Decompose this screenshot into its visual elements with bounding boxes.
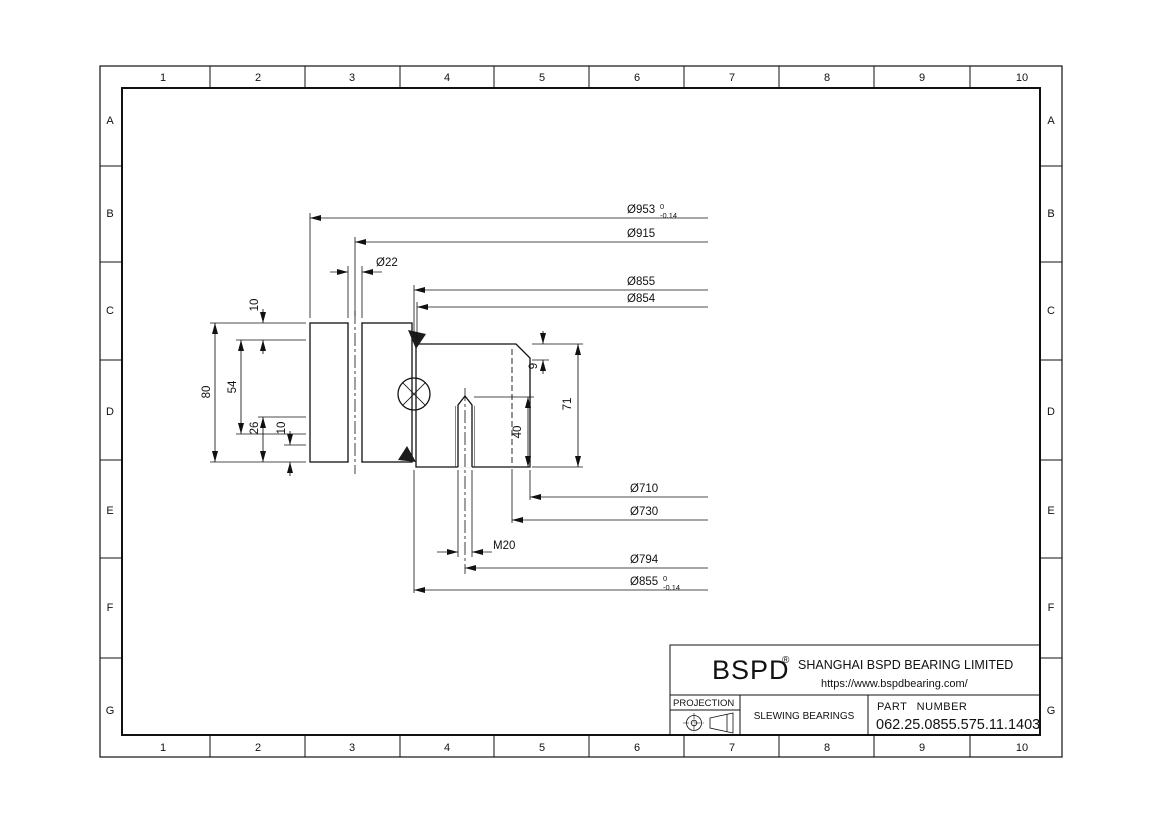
dim-953-label: Ø953 [627, 204, 655, 216]
part-number-label: PART NUMBER [877, 701, 967, 713]
tapped-hole-opening [458, 396, 472, 468]
dim-855-label: Ø855 [627, 276, 655, 288]
dim-bore-710: Ø710 [530, 483, 708, 500]
first-angle-projection-icon [683, 712, 734, 734]
grid-col-label: 2 [255, 72, 261, 84]
sheet-border: 1 2 3 4 5 6 7 8 9 10 1 2 3 4 5 6 7 8 9 1… [99, 65, 1063, 758]
dim-855tol-label: Ø855 [630, 576, 658, 588]
dim-raceway-854: Ø854 [417, 293, 708, 310]
grid-col-label: 10 [1016, 742, 1028, 754]
grid-col-label: 3 [349, 72, 355, 84]
dim-bolt-circle-794: Ø794 [465, 554, 708, 571]
dim-80-label: 80 [201, 386, 213, 399]
grid-col-label: 5 [539, 72, 545, 84]
grid-row-label: D [106, 406, 114, 418]
dim-22-label: Ø22 [376, 257, 398, 269]
bottom-seal [398, 446, 416, 462]
grid-labels-left: A B C D E F G [106, 115, 115, 717]
grid-col-label: 1 [160, 742, 166, 754]
dim-855tol-tol-upper: 0 [663, 574, 667, 583]
dim-height-26: 26 [249, 417, 266, 462]
part-number-value: 062.25.0855.575.11.1403 [876, 717, 1040, 733]
dim-855tol-tol-lower: -0.14 [663, 583, 680, 592]
dim-953-tol-upper: 0 [660, 202, 664, 211]
dim-bolt-circle-915: Ø915 [355, 228, 708, 245]
dim-height-9: 9 [528, 331, 546, 374]
grid-row-label: A [1047, 115, 1055, 127]
grid-col-label: 8 [824, 72, 830, 84]
dim-54-label: 54 [227, 380, 239, 393]
grid-col-label: 10 [1016, 72, 1028, 84]
company-name: SHANGHAI BSPD BEARING LIMITED [798, 658, 1013, 672]
outer-ring-section [309, 311, 413, 474]
dim-inner-ring-od-855: Ø855 0 -0.14 [414, 574, 708, 593]
dim-m20-label: M20 [493, 540, 515, 552]
product-type-label: SLEWING BEARINGS [754, 711, 855, 722]
bearing-section-view [309, 311, 531, 574]
dim-794-label: Ø794 [630, 554, 659, 566]
dim-854-label: Ø854 [627, 293, 656, 305]
grid-col-label: 8 [824, 742, 830, 754]
grid-row-label: C [106, 305, 114, 317]
dim-height-10-top: 10 [249, 299, 266, 354]
grid-col-label: 3 [349, 742, 355, 754]
grid-row-label: B [106, 208, 113, 220]
brand-logo-text: BSPD [712, 655, 790, 685]
grid-col-label: 2 [255, 742, 261, 754]
dim-outer-diameter-953: Ø953 0 -0.14 [310, 202, 708, 221]
registered-trademark-symbol: ® [782, 655, 790, 666]
grid-row-label: G [106, 705, 115, 717]
dim-height-54: 54 [227, 340, 244, 434]
grid-row-label: B [1047, 208, 1054, 220]
grid-col-label: 5 [539, 742, 545, 754]
grid-col-label: 4 [444, 742, 450, 754]
dim-710-label: Ø710 [630, 483, 658, 495]
bolt-hole-opening [348, 322, 362, 463]
dim-953-tol-lower: -0.14 [660, 211, 677, 220]
grid-col-label: 7 [729, 72, 735, 84]
dim-bolt-hole-22: Ø22 [330, 257, 398, 275]
dim-thread-m20: M20 [437, 540, 515, 555]
company-website: https://www.bspdbearing.com/ [821, 678, 969, 690]
dim-730-label: Ø730 [630, 506, 658, 518]
grid-labels-right: A B C D E F G [1047, 115, 1056, 717]
grid-ticks [100, 66, 1062, 757]
projection-label: PROJECTION [673, 698, 734, 709]
dim-height-71: 71 [562, 344, 581, 467]
grid-col-label: 1 [160, 72, 166, 84]
dim-40-label: 40 [512, 426, 524, 439]
dim-10-bottom-label: 10 [276, 422, 288, 435]
grid-col-label: 7 [729, 742, 735, 754]
grid-labels-bottom: 1 2 3 4 5 6 7 8 9 10 [160, 742, 1028, 754]
grid-col-label: 9 [919, 72, 925, 84]
dim-height-40: 40 [512, 397, 531, 467]
title-block: BSPD ® SHANGHAI BSPD BEARING LIMITED htt… [669, 644, 1041, 736]
ball-element [397, 377, 431, 411]
grid-row-label: E [106, 505, 113, 517]
dim-9-label: 9 [528, 363, 540, 369]
grid-row-label: A [106, 115, 114, 127]
dim-raceway-855: Ø855 [414, 276, 708, 293]
grid-row-label: F [1048, 602, 1055, 614]
dim-26-label: 26 [249, 422, 261, 435]
grid-row-label: C [1047, 305, 1055, 317]
grid-col-label: 4 [444, 72, 450, 84]
dim-10-top-label: 10 [249, 299, 261, 312]
grid-row-label: G [1047, 705, 1056, 717]
dim-71-label: 71 [562, 398, 574, 411]
extension-lines [210, 213, 583, 593]
grid-col-label: 6 [634, 72, 640, 84]
dim-height-10-bottom: 10 [276, 422, 293, 476]
dim-height-80: 80 [201, 323, 218, 462]
grid-labels-top: 1 2 3 4 5 6 7 8 9 10 [160, 72, 1028, 84]
grid-row-label: F [107, 602, 114, 614]
grid-col-label: 6 [634, 742, 640, 754]
grid-row-label: D [1047, 406, 1055, 418]
grid-row-label: E [1047, 505, 1054, 517]
grid-col-label: 9 [919, 742, 925, 754]
dim-recess-730: Ø730 [512, 506, 708, 523]
dim-915-label: Ø915 [627, 228, 655, 240]
